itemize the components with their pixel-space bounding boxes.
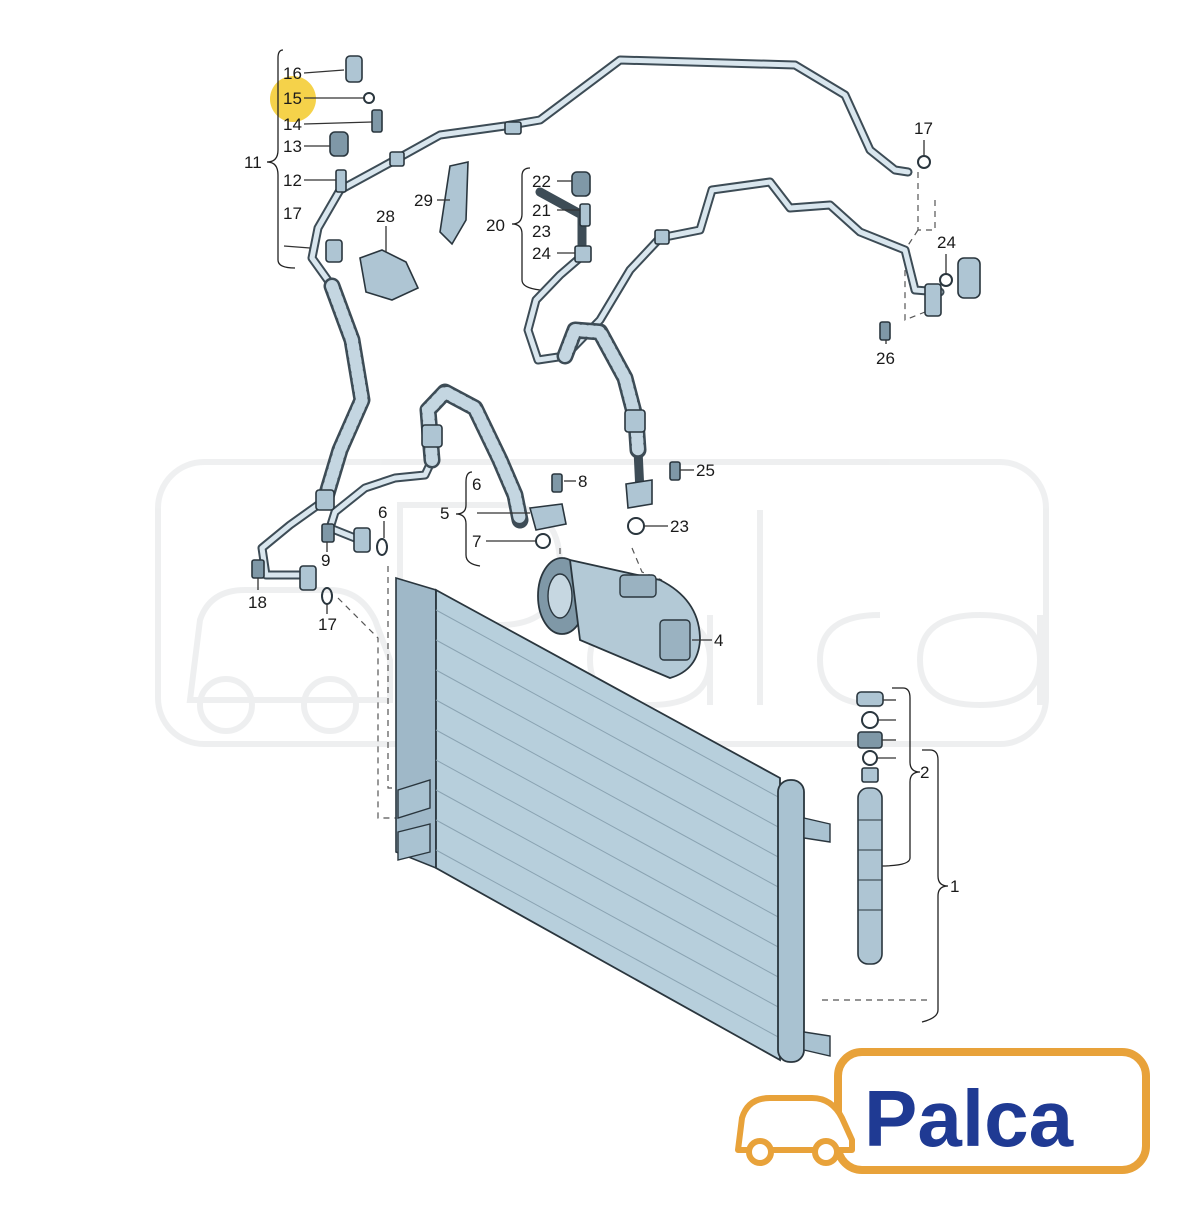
condenser — [395, 576, 831, 1063]
callout-23-lower: 23 — [670, 517, 689, 536]
callout-5: 5 — [440, 504, 449, 523]
callout-14: 14 — [283, 115, 302, 134]
callout-24-right: 24 — [937, 233, 956, 252]
callout-20: 20 — [486, 216, 505, 235]
callout-2: 2 — [920, 763, 929, 782]
callout-6-left: 6 — [472, 475, 481, 494]
callout-26: 26 — [876, 349, 895, 368]
callout-23-upper: 23 — [532, 222, 551, 241]
callout-16: 16 — [283, 64, 302, 83]
brand-logo: Palca — [735, 1048, 1150, 1174]
callout-18: 18 — [248, 593, 267, 612]
brace-20 — [511, 167, 541, 291]
callout-17-top: 17 — [283, 204, 302, 223]
refrigerant-lines — [257, 55, 945, 580]
car-icon — [735, 1095, 855, 1166]
callout-4: 4 — [714, 631, 723, 650]
highlight-marker — [270, 76, 316, 122]
callout-15: 15 — [283, 89, 302, 108]
brace-11 — [266, 49, 296, 269]
callout-17-right: 17 — [914, 119, 933, 138]
callout-22: 22 — [532, 172, 551, 191]
callout-25: 25 — [696, 461, 715, 480]
callout-24-upper: 24 — [532, 244, 551, 263]
leader-lines — [257, 69, 947, 759]
callout-7: 7 — [472, 532, 481, 551]
brace-5 — [455, 471, 481, 567]
callout-labels: 16 15 14 13 11 12 17 28 29 22 21 20 23 2… — [244, 64, 959, 896]
callout-13: 13 — [283, 137, 302, 156]
callout-21: 21 — [532, 201, 551, 220]
callout-28: 28 — [376, 207, 395, 226]
callout-9: 9 — [321, 551, 330, 570]
brace-1 — [921, 749, 949, 1023]
receiver-drier — [856, 691, 884, 965]
callout-6-right: 6 — [378, 503, 387, 522]
callout-29: 29 — [414, 191, 433, 210]
callout-17-lower: 17 — [318, 615, 337, 634]
brand-name: Palca — [864, 1074, 1074, 1163]
hose-fittings — [315, 121, 670, 511]
callout-1: 1 — [950, 877, 959, 896]
compressor — [537, 557, 701, 679]
callout-11: 11 — [244, 153, 262, 172]
small-parts — [251, 55, 981, 605]
callout-8: 8 — [578, 472, 587, 491]
callout-12: 12 — [283, 171, 302, 190]
brace-2 — [879, 687, 921, 867]
